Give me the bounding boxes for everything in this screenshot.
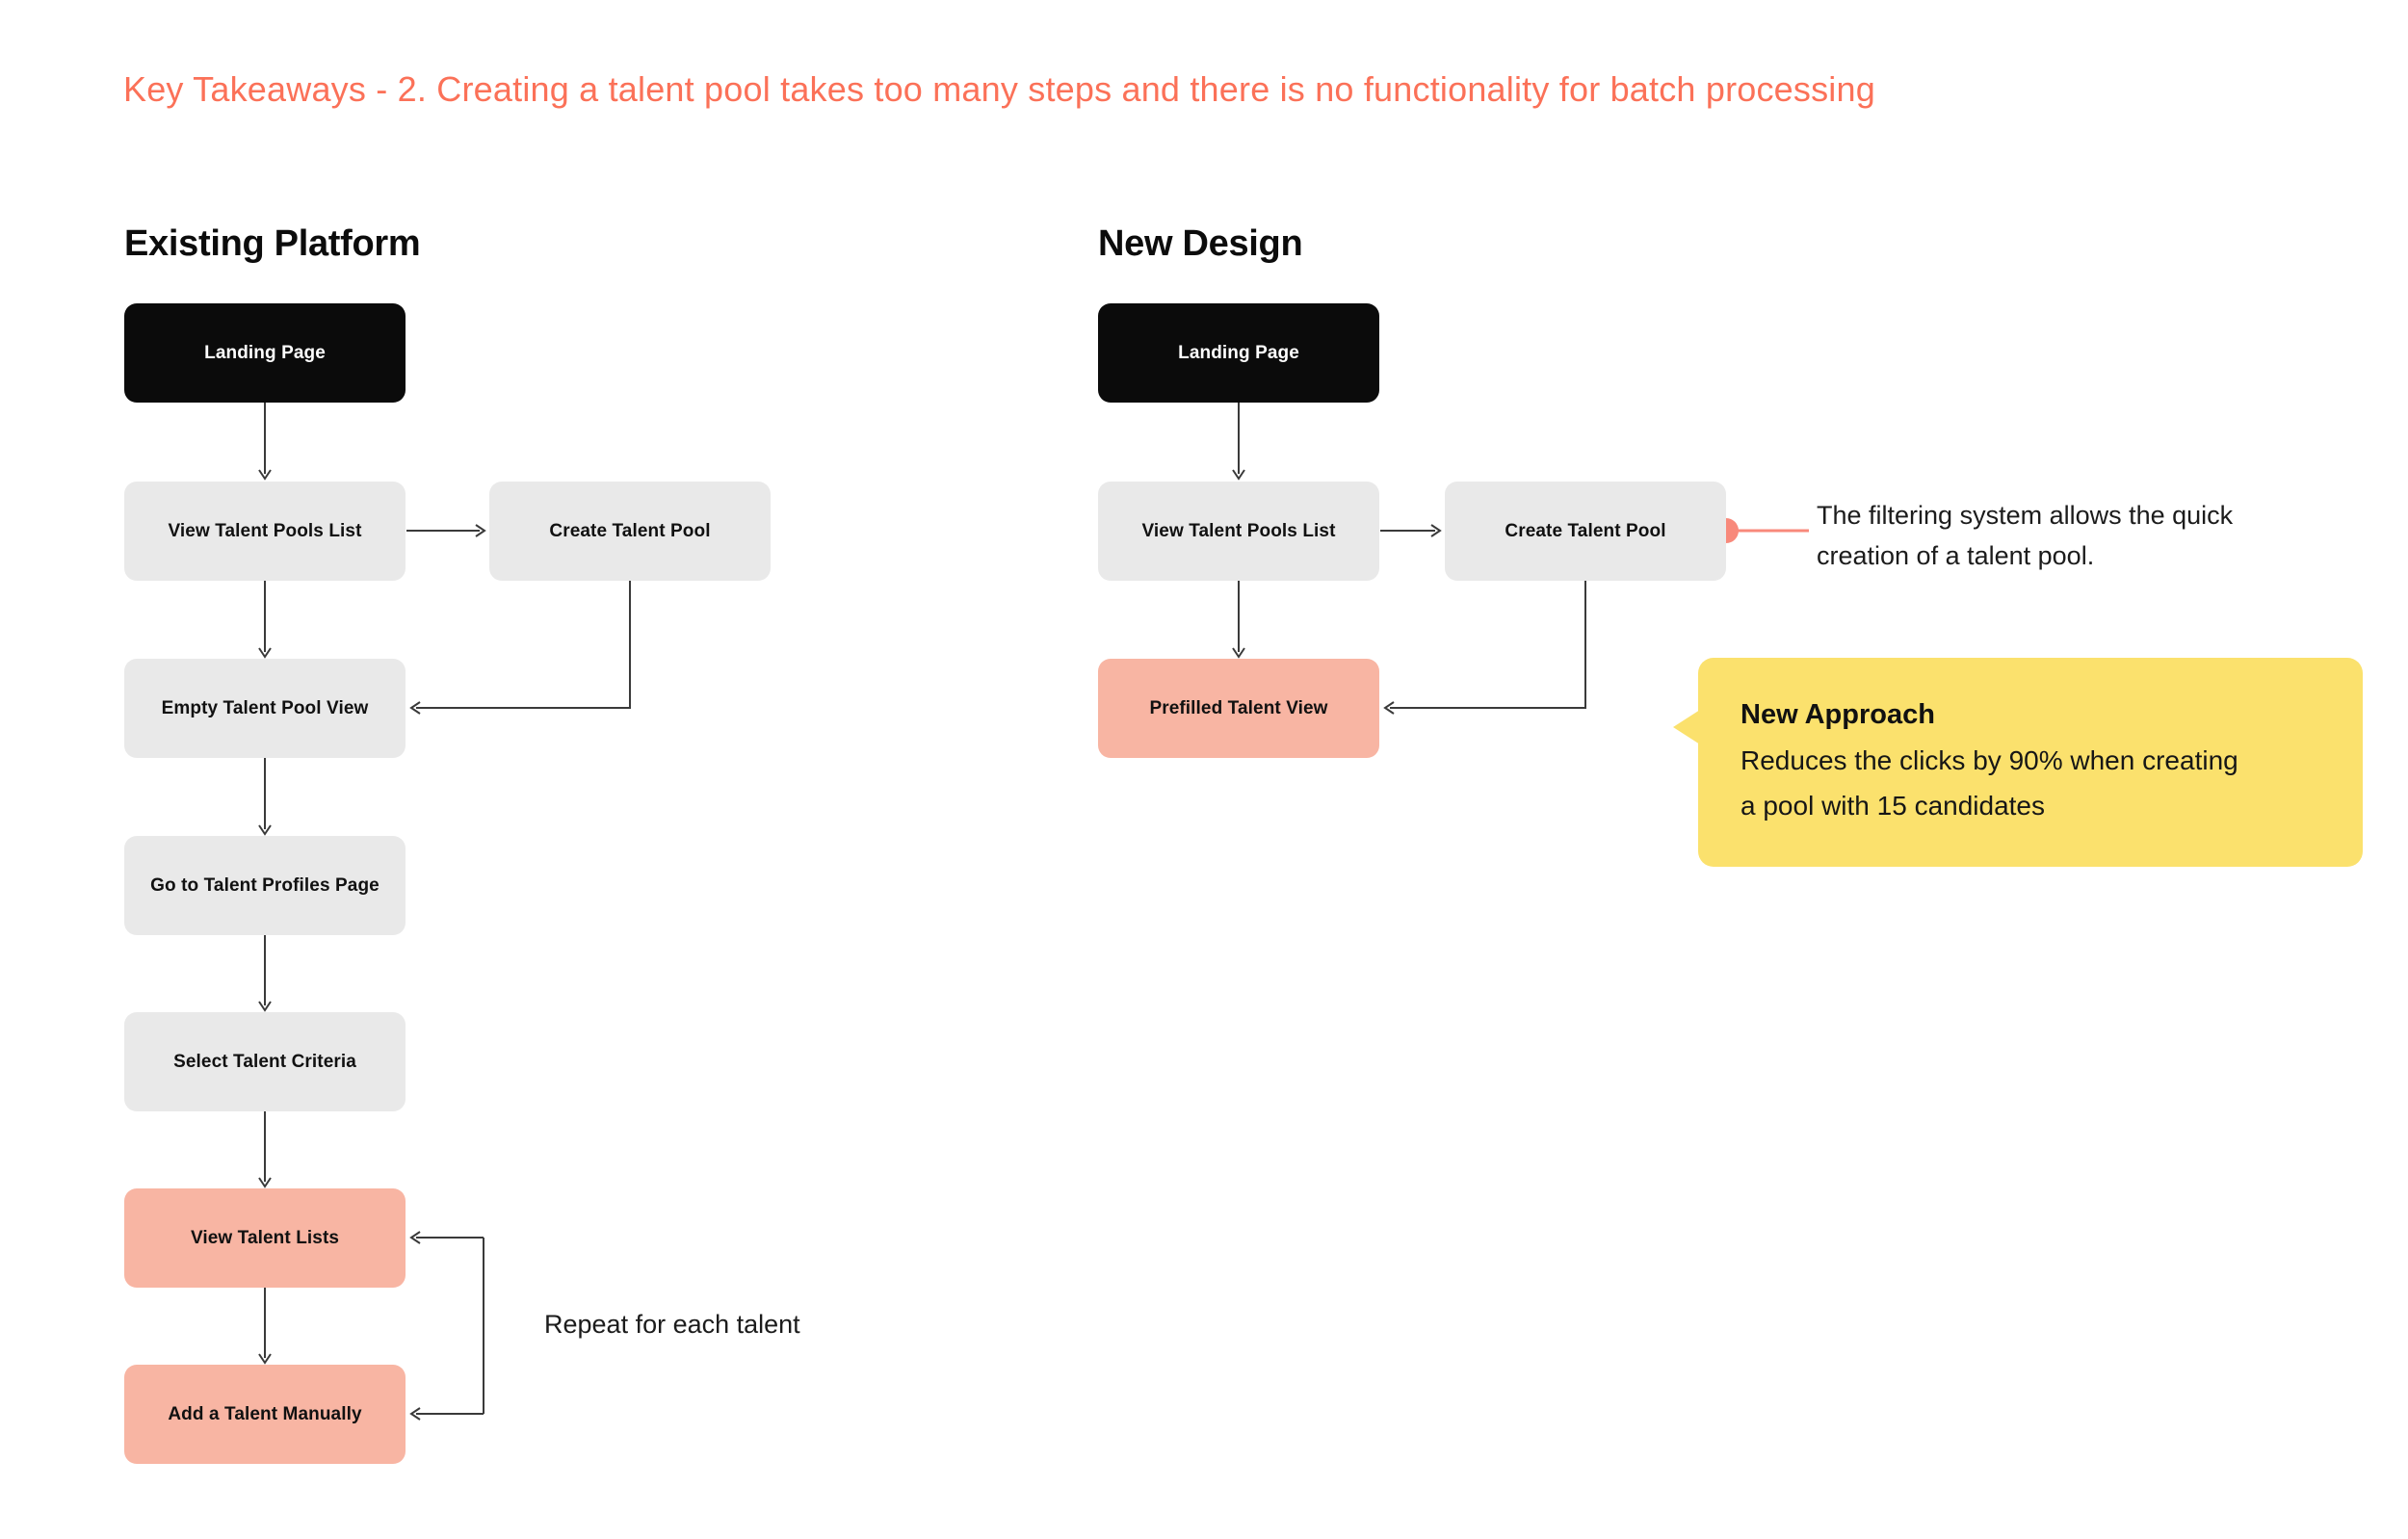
arrow-landing-to-viewpools-new	[1232, 403, 1245, 481]
filter-annotation-line2: creation of a talent pool.	[1817, 541, 2095, 570]
node-empty-talent-pool-view: Empty Talent Pool View	[124, 659, 406, 758]
arrow-selectcriteria-to-viewlists-existing	[258, 1111, 272, 1188]
node-view-talent-lists: View Talent Lists	[124, 1188, 406, 1288]
node-landing-page-new: Landing Page	[1098, 303, 1379, 403]
arrow-viewlists-to-addmanually-existing	[258, 1288, 272, 1365]
arrow-createpool-to-prefilled-new	[1383, 581, 1586, 715]
arrow-viewpools-to-createpool-new	[1380, 524, 1442, 537]
node-view-talent-pools-list-new: View Talent Pools List	[1098, 482, 1379, 581]
arrow-emptyview-to-goprofiles-existing	[258, 758, 272, 836]
node-create-talent-pool-new: Create Talent Pool	[1445, 482, 1726, 581]
node-go-to-talent-profiles-page: Go to Talent Profiles Page	[124, 836, 406, 935]
arrow-viewpools-to-createpool-existing	[406, 524, 486, 537]
node-add-a-talent-manually: Add a Talent Manually	[124, 1365, 406, 1464]
node-select-talent-criteria: Select Talent Criteria	[124, 1012, 406, 1111]
existing-platform-header: Existing Platform	[124, 223, 421, 264]
new-design-header: New Design	[1098, 223, 1303, 264]
note-bubble-tail	[1673, 710, 1700, 744]
new-approach-line2: a pool with 15 candidates	[1741, 791, 2045, 821]
arrow-viewpools-to-emptyview-existing	[258, 581, 272, 659]
new-approach-heading: New Approach	[1741, 699, 1935, 730]
arrow-landing-to-viewpools-existing	[258, 403, 272, 481]
arrow-createpool-to-emptyview-existing	[409, 581, 631, 715]
repeat-for-each-talent-label: Repeat for each talent	[544, 1310, 800, 1339]
node-view-talent-pools-list-existing: View Talent Pools List	[124, 482, 406, 581]
new-approach-note: New Approach Reduces the clicks by 90% w…	[1673, 658, 2363, 867]
filter-annotation-text: The filtering system allows the quick cr…	[1817, 495, 2233, 576]
repeat-loop-bracket	[409, 1231, 484, 1421]
node-landing-page-existing: Landing Page	[124, 303, 406, 403]
filter-annotation-line1: The filtering system allows the quick	[1817, 501, 2234, 530]
arrow-goprofiles-to-selectcriteria-existing	[258, 935, 272, 1012]
node-create-talent-pool-existing: Create Talent Pool	[489, 482, 771, 581]
page-title: Key Takeaways - 2. Creating a talent poo…	[123, 69, 1875, 109]
arrow-viewpools-to-prefilled-new	[1232, 581, 1245, 659]
filter-annotation-connector	[1714, 518, 1809, 543]
node-prefilled-talent-view: Prefilled Talent View	[1098, 659, 1379, 758]
new-approach-line1: Reduces the clicks by 90% when creating	[1741, 745, 2238, 775]
